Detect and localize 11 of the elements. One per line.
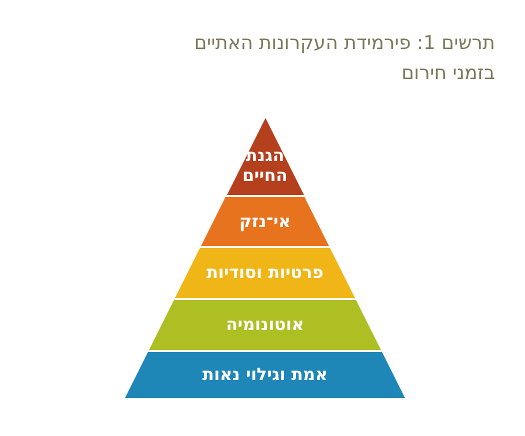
tier-label: אי־נזק (238, 212, 292, 232)
pyramid-tier (125, 352, 405, 398)
tier-label: הגנת החיים (241, 146, 289, 186)
tier-label: אמת וגילוי נאות (201, 365, 329, 385)
pyramid-tier (175, 248, 355, 298)
pyramid-apex (226, 118, 304, 195)
tier-label: פרטיות וסודיות (205, 263, 324, 283)
pyramid-tier (201, 197, 329, 246)
diagram-title: תרשים 1: פירמידת העקרונות האתיים בזמני חירום (193, 31, 495, 86)
tier-label: אוטונומיה (224, 315, 306, 335)
pyramid-tier (149, 300, 381, 350)
